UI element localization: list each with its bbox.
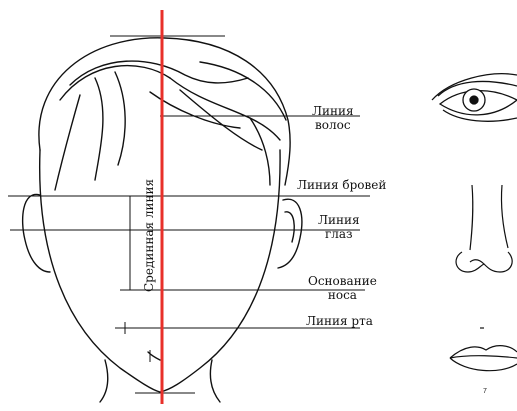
label-nose-base-2: носа (308, 288, 377, 302)
hair-strand (115, 72, 125, 165)
hair-strand (170, 78, 280, 140)
eye-sketch (432, 74, 517, 122)
label-eye-line: Линия глаз (318, 213, 360, 241)
nose-sketch (456, 185, 512, 272)
label-hair-line-1: Линия (312, 104, 354, 118)
hair-strand (180, 90, 262, 150)
label-midline: Срединная линия (142, 179, 156, 292)
hair-strand (95, 78, 103, 180)
right-ear (278, 199, 302, 268)
page-number: 7 (483, 388, 487, 395)
face-outline (40, 150, 280, 392)
label-nose-base: Основание носа (308, 274, 377, 302)
label-nose-base-1: Основание (308, 274, 377, 288)
mouth-sketch (450, 328, 517, 371)
hair-strand (55, 95, 80, 190)
left-ear (23, 194, 50, 272)
neck-left (100, 360, 108, 402)
label-eye-line-1: Линия (318, 213, 360, 227)
hair-outline (39, 38, 290, 185)
label-brow-line: Линия бровей (297, 178, 386, 192)
guide-lines (8, 36, 370, 393)
right-ear-inner (285, 212, 294, 242)
label-mouth-line: Линия рта (306, 314, 373, 328)
label-hair-line: Линия волос (312, 104, 354, 132)
label-eye-line-2: глаз (318, 227, 360, 241)
hair-strand (200, 62, 286, 120)
neck-right (210, 360, 220, 402)
label-hair-line-2: волос (312, 118, 354, 132)
